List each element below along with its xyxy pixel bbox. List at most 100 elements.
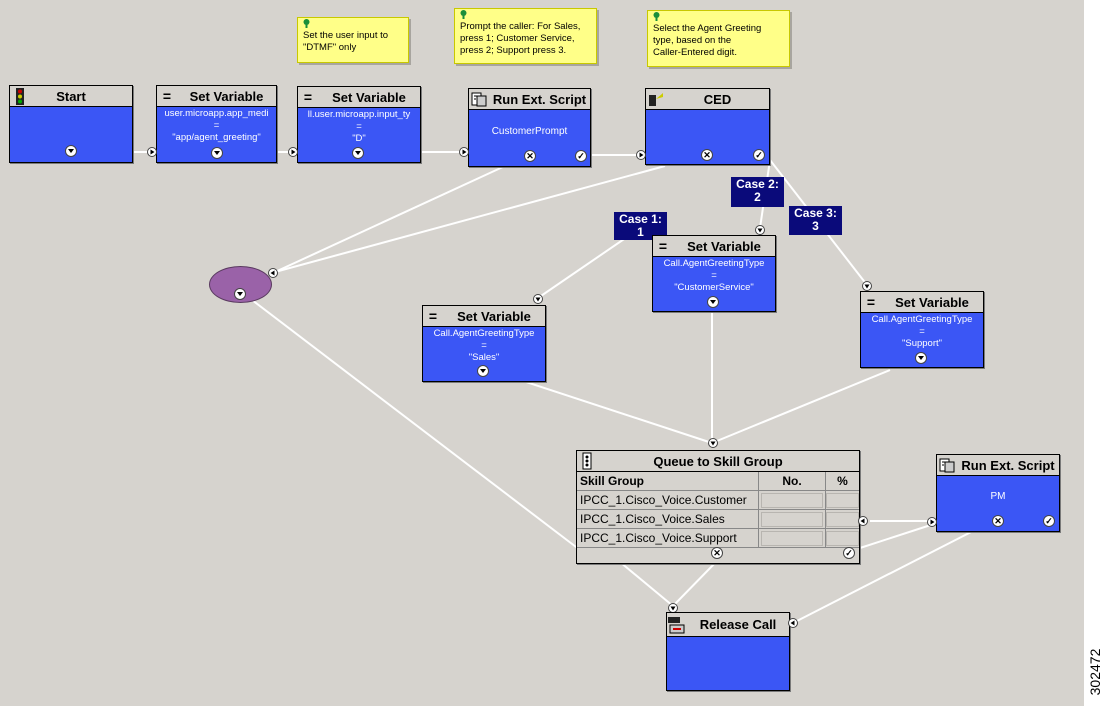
output-port[interactable] bbox=[234, 288, 246, 300]
input-connector-icon[interactable] bbox=[147, 147, 157, 157]
connector-node[interactable] bbox=[209, 266, 272, 303]
number-cell[interactable] bbox=[760, 530, 824, 546]
equals-sign: = bbox=[356, 121, 362, 132]
failure-port-icon[interactable]: ✕ bbox=[711, 547, 723, 559]
node-title: Run Ext. Script bbox=[492, 91, 587, 107]
failure-port-icon[interactable]: ✕ bbox=[992, 515, 1004, 527]
node-title: Set Variable bbox=[687, 238, 761, 254]
table-row[interactable]: IPCC_1.Cisco_Voice.Sales bbox=[577, 510, 859, 529]
success-port-icon[interactable]: ✓ bbox=[575, 150, 587, 162]
output-port[interactable] bbox=[65, 145, 77, 157]
note-line: press 2; Support press 3. bbox=[460, 45, 567, 56]
table-row[interactable]: IPCC_1.Cisco_Voice.Customer bbox=[577, 491, 859, 510]
equals-sign: = bbox=[481, 340, 487, 351]
comment-note[interactable]: Set the user input to "DTMF" only bbox=[297, 17, 409, 63]
input-connector-icon[interactable] bbox=[862, 281, 872, 291]
run-ext-script-node[interactable]: Run Ext. Script PM ✕ ✓ bbox=[936, 454, 1060, 532]
set-variable-node[interactable]: = Set Variable Call.AgentGreetingType = "… bbox=[652, 235, 776, 312]
skill-group-name: IPCC_1.Cisco_Voice.Sales bbox=[577, 510, 759, 528]
number-cell[interactable] bbox=[760, 511, 824, 527]
ced-node[interactable]: CED ✕ ✓ bbox=[645, 88, 770, 165]
percent-cell[interactable] bbox=[826, 511, 859, 527]
variable-name: Call.AgentGreetingType bbox=[871, 314, 973, 325]
failure-port-icon[interactable]: ✕ bbox=[701, 149, 713, 161]
success-port-icon[interactable]: ✓ bbox=[1043, 515, 1055, 527]
equals-sign: = bbox=[919, 326, 925, 337]
table-row[interactable]: IPCC_1.Cisco_Voice.Support bbox=[577, 529, 859, 548]
input-connector-icon[interactable] bbox=[788, 618, 798, 628]
output-port[interactable] bbox=[211, 147, 223, 159]
percent-cell[interactable] bbox=[826, 492, 859, 508]
variable-name: ll.user.microapp.input_ty bbox=[307, 109, 411, 120]
failure-port-icon[interactable]: ✕ bbox=[524, 150, 536, 162]
input-connector-icon[interactable] bbox=[636, 150, 646, 160]
script-name: CustomerPrompt bbox=[491, 126, 568, 137]
release-call-node[interactable]: Release Call bbox=[666, 612, 790, 691]
case-label-text: Case 1: bbox=[619, 212, 662, 226]
comment-note[interactable]: Prompt the caller: For Sales, press 1; C… bbox=[454, 8, 597, 64]
equals-sign: = bbox=[711, 270, 717, 281]
input-connector-icon[interactable] bbox=[268, 268, 278, 278]
input-connector-icon[interactable] bbox=[533, 294, 543, 304]
case-label-text: Case 3: bbox=[794, 206, 837, 220]
note-line: press 1; Customer Service, bbox=[460, 33, 575, 44]
case-value: 3 bbox=[812, 219, 819, 233]
figure-number: 302472 bbox=[1086, 640, 1104, 704]
pin-icon bbox=[460, 10, 467, 19]
percent-cell[interactable] bbox=[826, 530, 859, 546]
variable-name: Call.AgentGreetingType bbox=[663, 258, 765, 269]
run-ext-script-node[interactable]: Run Ext. Script CustomerPrompt ✕ ✓ bbox=[468, 88, 591, 167]
column-header: % bbox=[837, 474, 848, 488]
script-icon bbox=[469, 90, 489, 108]
release-call-icon bbox=[667, 616, 687, 634]
comment-note[interactable]: Select the Agent Greeting type, based on… bbox=[647, 10, 790, 67]
input-connector-icon[interactable] bbox=[708, 438, 718, 448]
equals-icon: = bbox=[658, 238, 668, 254]
equals-sign: = bbox=[213, 120, 220, 131]
input-connector-icon[interactable] bbox=[459, 147, 469, 157]
success-port-icon[interactable]: ✓ bbox=[843, 547, 855, 559]
note-line: "DTMF" only bbox=[303, 42, 357, 53]
equals-icon: = bbox=[303, 89, 313, 105]
output-port[interactable] bbox=[477, 365, 489, 377]
set-variable-node[interactable]: =Set Variable ll.user.microapp.input_ty … bbox=[297, 86, 421, 163]
input-connector-icon[interactable] bbox=[927, 517, 937, 527]
variable-value: "app/agent_greeting" bbox=[172, 132, 261, 143]
figure-number-text: 302472 bbox=[1087, 648, 1103, 696]
output-port[interactable] bbox=[707, 296, 719, 308]
set-variable-node[interactable]: =Set Variable Call.AgentGreetingType = "… bbox=[860, 291, 984, 368]
node-title: Set Variable bbox=[895, 294, 969, 310]
equals-icon: = bbox=[162, 88, 172, 104]
set-variable-node[interactable]: =Set Variable Call.AgentGreetingType = "… bbox=[422, 305, 546, 382]
skill-group-name: IPCC_1.Cisco_Voice.Customer bbox=[577, 491, 759, 509]
queue-icon bbox=[577, 452, 597, 470]
skill-group-table: Skill Group No. % IPCC_1.Cisco_Voice.Cus… bbox=[577, 472, 859, 548]
input-connector-icon[interactable] bbox=[755, 225, 765, 235]
case-label[interactable]: Case 3: 3 bbox=[789, 206, 842, 235]
start-node[interactable]: Start bbox=[9, 85, 133, 163]
traffic-light-icon bbox=[10, 87, 30, 105]
output-port[interactable] bbox=[352, 147, 364, 159]
node-title: Start bbox=[56, 88, 86, 104]
case-label[interactable]: Case 2: 2 bbox=[731, 177, 784, 207]
variable-name: user.microapp.app_medi bbox=[164, 108, 269, 119]
input-connector-icon[interactable] bbox=[288, 147, 298, 157]
output-port[interactable] bbox=[915, 352, 927, 364]
variable-value: "CustomerService" bbox=[674, 282, 754, 293]
node-title: Release Call bbox=[699, 617, 777, 632]
number-cell[interactable] bbox=[760, 492, 824, 508]
variable-value: "D" bbox=[352, 133, 366, 144]
input-connector-icon[interactable] bbox=[858, 516, 868, 526]
success-port-icon[interactable]: ✓ bbox=[753, 149, 765, 161]
equals-icon: = bbox=[866, 294, 876, 310]
case-value: 2 bbox=[754, 190, 761, 204]
table-header: Skill Group No. % bbox=[577, 472, 859, 491]
node-title: Queue to Skill Group bbox=[653, 453, 783, 469]
set-variable-node[interactable]: =Set Variable user.microapp.app_medi = "… bbox=[156, 85, 277, 163]
variable-value: "Sales" bbox=[468, 352, 500, 363]
queue-to-skill-group-node[interactable]: Queue to Skill Group Skill Group No. % I… bbox=[576, 450, 860, 564]
case-label-text: Case 2: bbox=[736, 177, 779, 191]
note-line: type, based on the bbox=[653, 35, 732, 46]
